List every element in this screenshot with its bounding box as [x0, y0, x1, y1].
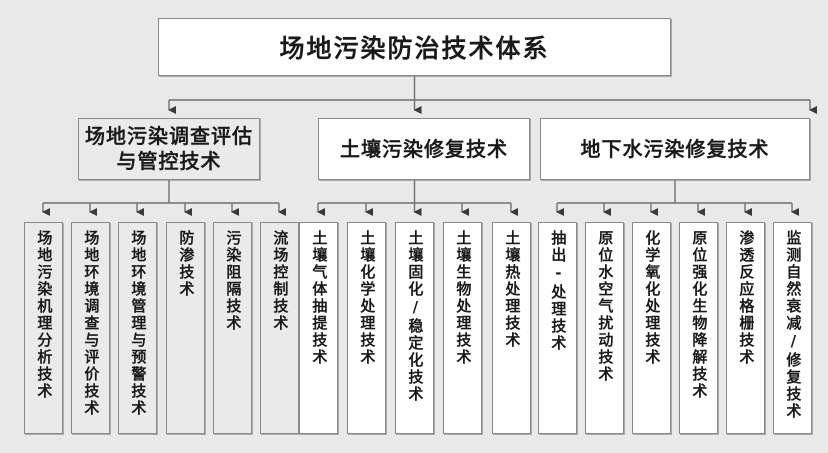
branch-label: 场地污染调查评估与管控技术	[85, 124, 253, 173]
leaf-box: 化学氧化处理技术	[632, 222, 671, 434]
branch-label: 土壤污染修复技术	[340, 136, 508, 161]
root-title-box: 场地污染防治技术体系	[158, 18, 671, 76]
leaf-box: 场地环境管理与预警技术	[118, 222, 157, 434]
leaf-label: 化学氧化处理技术	[643, 230, 662, 366]
leaf-box: 流场控制技术	[260, 222, 299, 434]
root-title-text: 场地污染防治技术体系	[279, 34, 550, 63]
leaf-label: 场地环境管理与预警技术	[129, 230, 148, 417]
leaf-box: 污染阻隔技术	[213, 222, 252, 434]
leaf-label: 原位水空气扰动技术	[596, 230, 615, 383]
leaf-label: 原位强化生物降解技术	[690, 230, 709, 400]
leaf-box: 土壤气体抽提技术	[299, 222, 338, 434]
leaf-box: 原位水空气扰动技术	[585, 222, 624, 434]
leaf-box: 渗透反应格栅技术	[726, 222, 765, 434]
leaf-box: 场地环境调查与评价技术	[71, 222, 110, 434]
branch-label: 地下水污染修复技术	[580, 136, 770, 161]
leaf-box: 防渗技术	[166, 222, 205, 434]
branch-box-soil-remediation: 土壤污染修复技术	[318, 118, 530, 180]
leaf-box: 抽出-处理技术	[538, 222, 577, 434]
branch-box-site-investigation: 场地污染调查评估与管控技术	[78, 118, 260, 180]
leaf-label: 渗透反应格栅技术	[737, 230, 756, 366]
leaf-box: 土壤生物处理技术	[443, 222, 482, 434]
leaf-box: 土壤热处理技术	[492, 222, 531, 434]
leaf-label: 流场控制技术	[271, 230, 290, 332]
leaf-label: 土壤固化/稳定化技术	[406, 230, 425, 403]
leaf-label: 抽出-处理技术	[549, 230, 568, 352]
leaf-label: 土壤热处理技术	[503, 230, 522, 349]
leaf-label: 场地环境调查与评价技术	[82, 230, 101, 417]
leaf-box: 场地污染机理分析技术	[24, 222, 63, 434]
leaf-label: 监测自然衰减/修复技术	[784, 230, 803, 420]
leaf-label: 土壤气体抽提技术	[310, 230, 329, 366]
leaf-box: 土壤化学处理技术	[347, 222, 386, 434]
leaf-label: 场地污染机理分析技术	[35, 230, 54, 400]
leaf-label: 污染阻隔技术	[224, 230, 243, 332]
leaf-box: 监测自然衰减/修复技术	[773, 222, 812, 434]
leaf-box: 原位强化生物降解技术	[679, 222, 718, 434]
branch-box-groundwater-remediation: 地下水污染修复技术	[540, 118, 810, 180]
leaf-label: 土壤生物处理技术	[454, 230, 473, 366]
leaf-label: 土壤化学处理技术	[358, 230, 377, 366]
leaf-label: 防渗技术	[177, 230, 196, 298]
leaf-box: 土壤固化/稳定化技术	[395, 222, 434, 434]
